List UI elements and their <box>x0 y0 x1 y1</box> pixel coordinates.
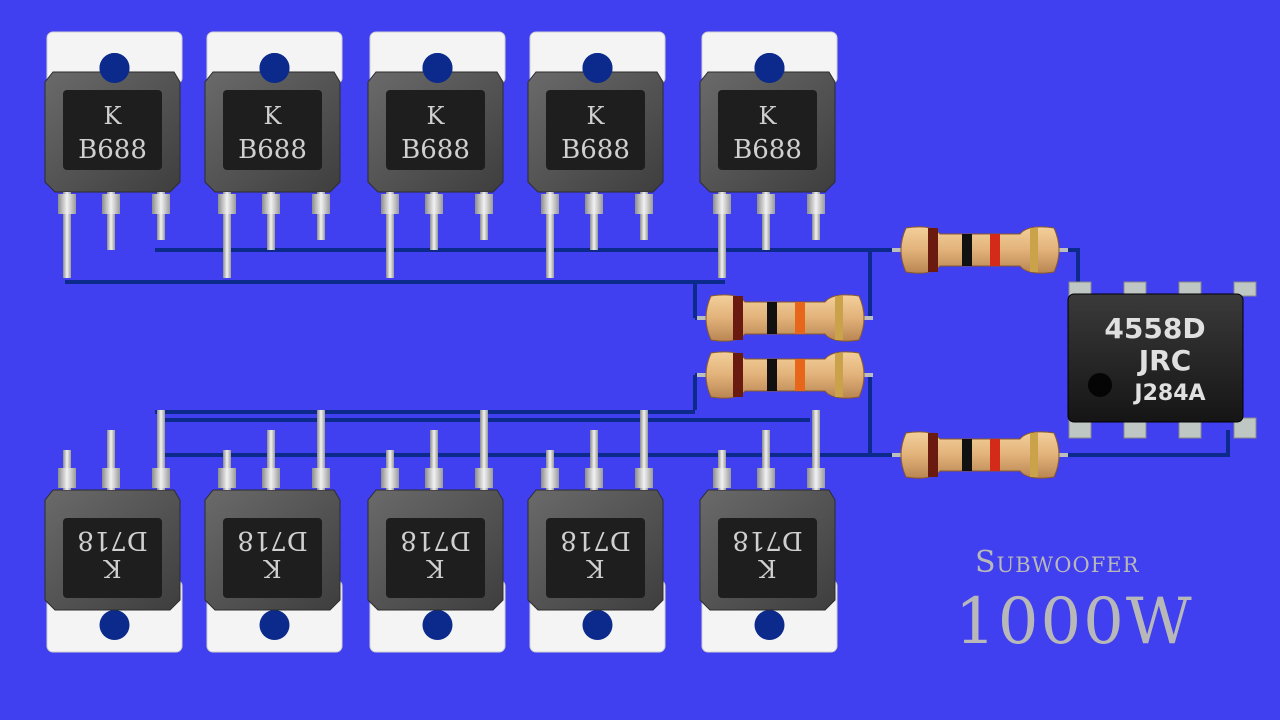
transistor-label-part: B688 <box>78 135 147 165</box>
transistor-b688: K B688 <box>527 31 666 278</box>
resistor-band <box>1030 433 1038 477</box>
transistor-pin <box>546 192 554 278</box>
resistor-band <box>767 302 777 334</box>
mount-hole <box>582 610 613 640</box>
transistor-label-part: D718 <box>400 525 470 555</box>
transistor-pin <box>267 192 275 250</box>
transistor-label-k: K <box>425 554 444 582</box>
ic-body <box>1067 293 1244 423</box>
ic-label: J284A <box>1132 381 1205 406</box>
resistor-band <box>733 353 743 397</box>
transistor-pin <box>812 192 820 240</box>
transistor-pin <box>590 192 598 250</box>
transistor-label-k: K <box>262 554 281 582</box>
transistor-label-k: K <box>104 102 123 130</box>
top-transistor-row: K B688 K B688 K B688 K B688 K B688 <box>44 31 838 278</box>
transistor-label-k: K <box>585 554 604 582</box>
transistor-pin <box>317 192 325 240</box>
transistor-label-part: D718 <box>560 525 630 555</box>
transistor-pin <box>480 192 488 240</box>
transistor-pin <box>223 192 231 278</box>
transistor-pin <box>430 192 438 250</box>
mount-hole <box>99 610 130 640</box>
transistor-b688: K B688 <box>367 31 506 278</box>
caption-subtitle: Subwoofer <box>975 545 1140 580</box>
transistor-b688: K B688 <box>699 31 838 278</box>
transistor-label-k: K <box>264 102 283 130</box>
transistor-label-part: B688 <box>401 135 470 165</box>
transistor-pin <box>107 192 115 250</box>
resistor-band <box>928 228 938 272</box>
transistor-pin <box>812 410 820 490</box>
transistor-pin <box>157 410 165 490</box>
resistor <box>892 431 1068 479</box>
resistor-band <box>795 359 805 391</box>
transistor-pin <box>430 430 438 490</box>
resistor-band <box>990 439 1000 471</box>
resistor-group <box>697 226 1068 479</box>
resistor <box>892 226 1068 274</box>
ic-label: JRC <box>1137 344 1192 377</box>
transistor-pin <box>63 192 71 278</box>
transistor-pin <box>762 192 770 250</box>
transistor-pin <box>157 192 165 240</box>
transistor-label-part: D718 <box>237 525 307 555</box>
transistor-b688: K B688 <box>204 31 343 278</box>
ic-label: 4558D <box>1104 312 1205 345</box>
transistor-pin <box>267 430 275 490</box>
resistor-band <box>733 296 743 340</box>
transistor-pin <box>317 410 325 490</box>
resistor-band <box>962 439 972 471</box>
resistor-band <box>835 353 843 397</box>
transistor-label-k: K <box>427 102 446 130</box>
transistor-label-part: B688 <box>561 135 630 165</box>
transistor-label-k: K <box>757 554 776 582</box>
resistor-band <box>835 296 843 340</box>
transistor-pin <box>386 192 394 278</box>
transistor-label-part: B688 <box>238 135 307 165</box>
transistor-pin <box>107 430 115 490</box>
ic-pin <box>1233 281 1257 297</box>
resistor-band <box>928 433 938 477</box>
transistor-label-k: K <box>102 554 121 582</box>
resistor-band <box>962 234 972 266</box>
transistor-b688: K B688 <box>44 31 183 278</box>
resistor <box>697 294 873 342</box>
transistor-label-part: D718 <box>732 525 802 555</box>
ic-pin <box>1233 417 1257 439</box>
ic-pin1-dot <box>1088 373 1112 397</box>
transistor-label-k: K <box>759 102 778 130</box>
transistor-pin <box>640 192 648 240</box>
resistor-band <box>990 234 1000 266</box>
mount-hole <box>422 610 453 640</box>
resistor <box>697 351 873 399</box>
transistor-pin <box>762 430 770 490</box>
transistor-label-k: K <box>587 102 606 130</box>
caption-title: 1000W <box>955 585 1194 659</box>
resistor-band <box>1030 228 1038 272</box>
transistor-label-part: B688 <box>733 135 802 165</box>
transistor-pin <box>590 430 598 490</box>
transistor-pin <box>640 410 648 490</box>
transistor-label-part: D718 <box>77 525 147 555</box>
mount-hole <box>259 610 290 640</box>
resistor-band <box>767 359 777 391</box>
mount-hole <box>754 610 785 640</box>
resistor-band <box>795 302 805 334</box>
transistor-pin <box>718 192 726 278</box>
transistor-pin <box>480 410 488 490</box>
